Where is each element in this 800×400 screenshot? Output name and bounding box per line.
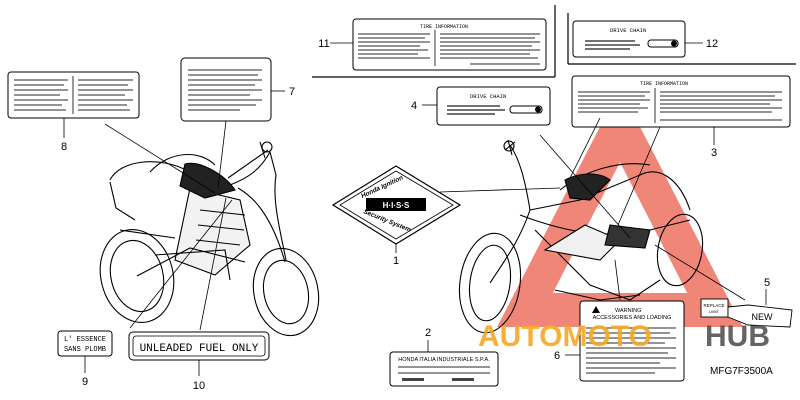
dividers (312, 5, 796, 78)
drive-chain-label-top: DRIVE CHAIN (572, 20, 703, 58)
tire-info-title-right: TIRE INFORMATION (640, 81, 688, 87)
replace-text: REPLACE (703, 303, 724, 308)
callout-6: 6 (554, 350, 560, 362)
warning-title: WARNING (615, 308, 641, 314)
watermark-orange-text: AUTOMOTO (478, 320, 652, 353)
callout-5: 5 (764, 277, 770, 289)
diagram-code: MFG7F3500A (710, 366, 773, 377)
callout-8: 8 (61, 141, 67, 153)
unleaded-text: UNLEADED FUEL ONLY (140, 343, 259, 355)
honda-italia-text: HONDA ITALIA INDUSTRIALE S.P.A. (398, 357, 490, 363)
hiss-mid-text: H·I·S·S (383, 201, 410, 210)
label-8-panel (7, 71, 140, 138)
watermark-text: AUTOMOTO HUB (478, 320, 770, 353)
new-text: NEW (752, 312, 774, 322)
warning-subtitle: ACCESSORIES AND LOADING (593, 315, 672, 321)
essence-line1: L' ESSENCE (64, 336, 106, 344)
hiss-label: Honda Ignition H·I·S·S Security System (331, 165, 462, 253)
leader-lines-left (104, 120, 233, 331)
callout-4: 4 (411, 100, 417, 112)
unleaded-fuel-label: UNLEADED FUEL ONLY (128, 331, 270, 376)
callout-9: 9 (82, 376, 88, 388)
callout-12: 12 (706, 38, 718, 50)
callout-2: 2 (425, 327, 431, 339)
motorcycle-left-illustration (99, 141, 320, 337)
essence-label: L' ESSENCE SANS PLOMB (57, 330, 113, 373)
leader-lines-right (439, 117, 746, 356)
honda-italia-plate: HONDA ITALIA INDUSTRIALE S.P.A. (389, 340, 499, 387)
tire-info-label-right: TIRE INFORMATION (571, 75, 791, 145)
replace-subtext: LIMIT (709, 309, 720, 314)
warning-label: WARNING ACCESSORIES AND LOADING (579, 300, 685, 382)
drive-chain-title-mid: DRIVE CHAIN (470, 93, 506, 100)
label-7-panel (180, 57, 285, 122)
essence-line2: SANS PLOMB (64, 346, 106, 354)
callout-3: 3 (711, 147, 717, 159)
drive-chain-label-mid: DRIVE CHAIN (422, 86, 551, 126)
callout-7: 7 (289, 86, 295, 98)
replace-new-label: REPLACE LIMIT NEW (700, 289, 793, 328)
drive-chain-title-top: DRIVE CHAIN (610, 27, 646, 34)
callout-11: 11 (318, 38, 329, 50)
callout-10: 10 (193, 380, 205, 392)
watermark-dark-text: HUB (705, 320, 770, 353)
tire-info-title: TIRE INFORMATION (420, 24, 468, 30)
tire-info-label-top: TIRE INFORMATION (330, 18, 547, 71)
motorcycle-right-illustration (458, 139, 704, 334)
callout-1: 1 (393, 255, 399, 267)
